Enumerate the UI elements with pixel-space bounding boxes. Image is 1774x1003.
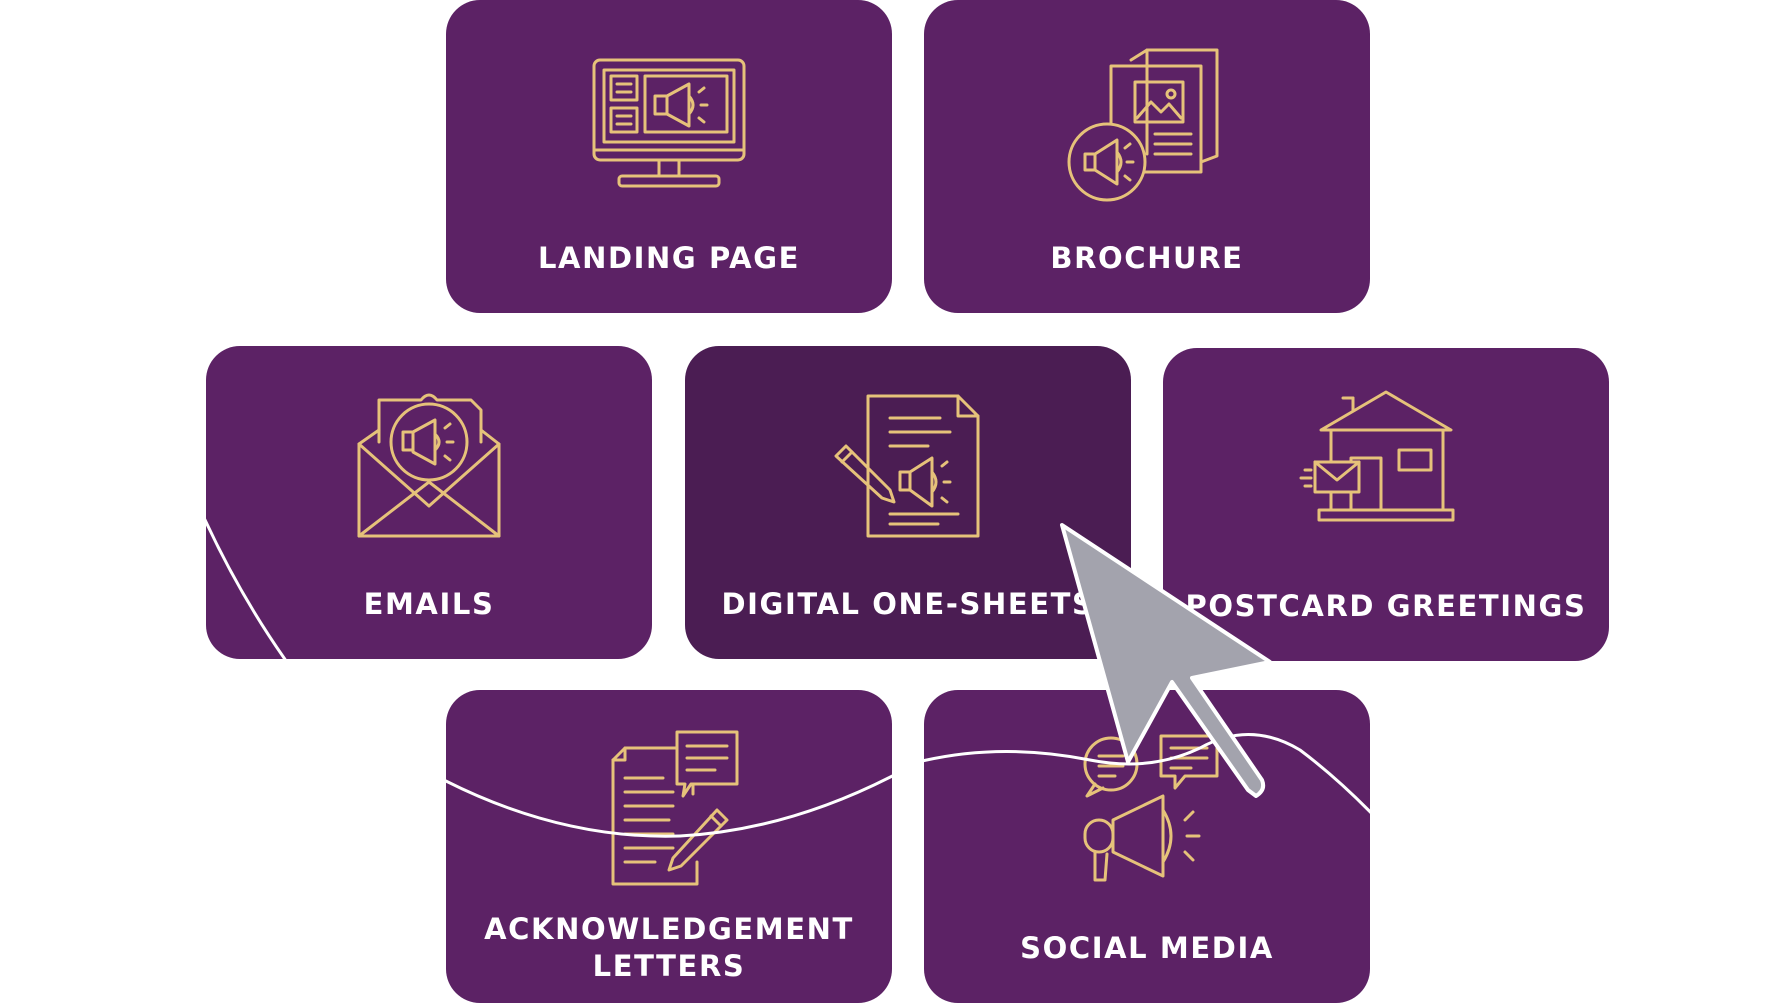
letter-chat-pencil-icon — [611, 730, 739, 886]
document-pencil-megaphone-icon — [834, 394, 980, 538]
tile-label: ACKNOWLEDGEMENT LETTERS — [446, 911, 892, 985]
tile-social-media[interactable]: SOCIAL MEDIA — [924, 690, 1370, 1003]
tile-label: DIGITAL ONE-SHEETS — [721, 587, 1095, 621]
tile-label: SOCIAL MEDIA — [1020, 931, 1274, 965]
tile-acknowledgement-letters[interactable]: ACKNOWLEDGEMENT LETTERS — [446, 690, 892, 1003]
tile-label: EMAILS — [363, 587, 495, 621]
brochure-megaphone-icon — [1067, 48, 1219, 202]
monitor-megaphone-icon — [592, 58, 746, 188]
tile-brochure[interactable]: BROCHURE — [924, 0, 1370, 313]
tile-label: POSTCARD GREETINGS — [1185, 589, 1587, 623]
envelope-megaphone-icon — [357, 393, 501, 538]
tile-label-line-1: ACKNOWLEDGEMENT — [484, 912, 854, 946]
tile-postcard-greetings[interactable]: POSTCARD GREETINGS — [1163, 348, 1609, 661]
tile-label: BROCHURE — [1050, 241, 1244, 275]
tile-emails[interactable]: EMAILS — [206, 346, 652, 659]
house-mailbox-icon — [1299, 390, 1455, 522]
tile-label: LANDING PAGE — [537, 241, 801, 275]
tile-landing-page[interactable]: LANDING PAGE — [446, 0, 892, 313]
tile-label-line-2: LETTERS — [592, 949, 746, 983]
tile-digital-one-sheets[interactable]: DIGITAL ONE-SHEETS — [685, 346, 1131, 659]
megaphone-chat-icon — [1083, 734, 1219, 882]
